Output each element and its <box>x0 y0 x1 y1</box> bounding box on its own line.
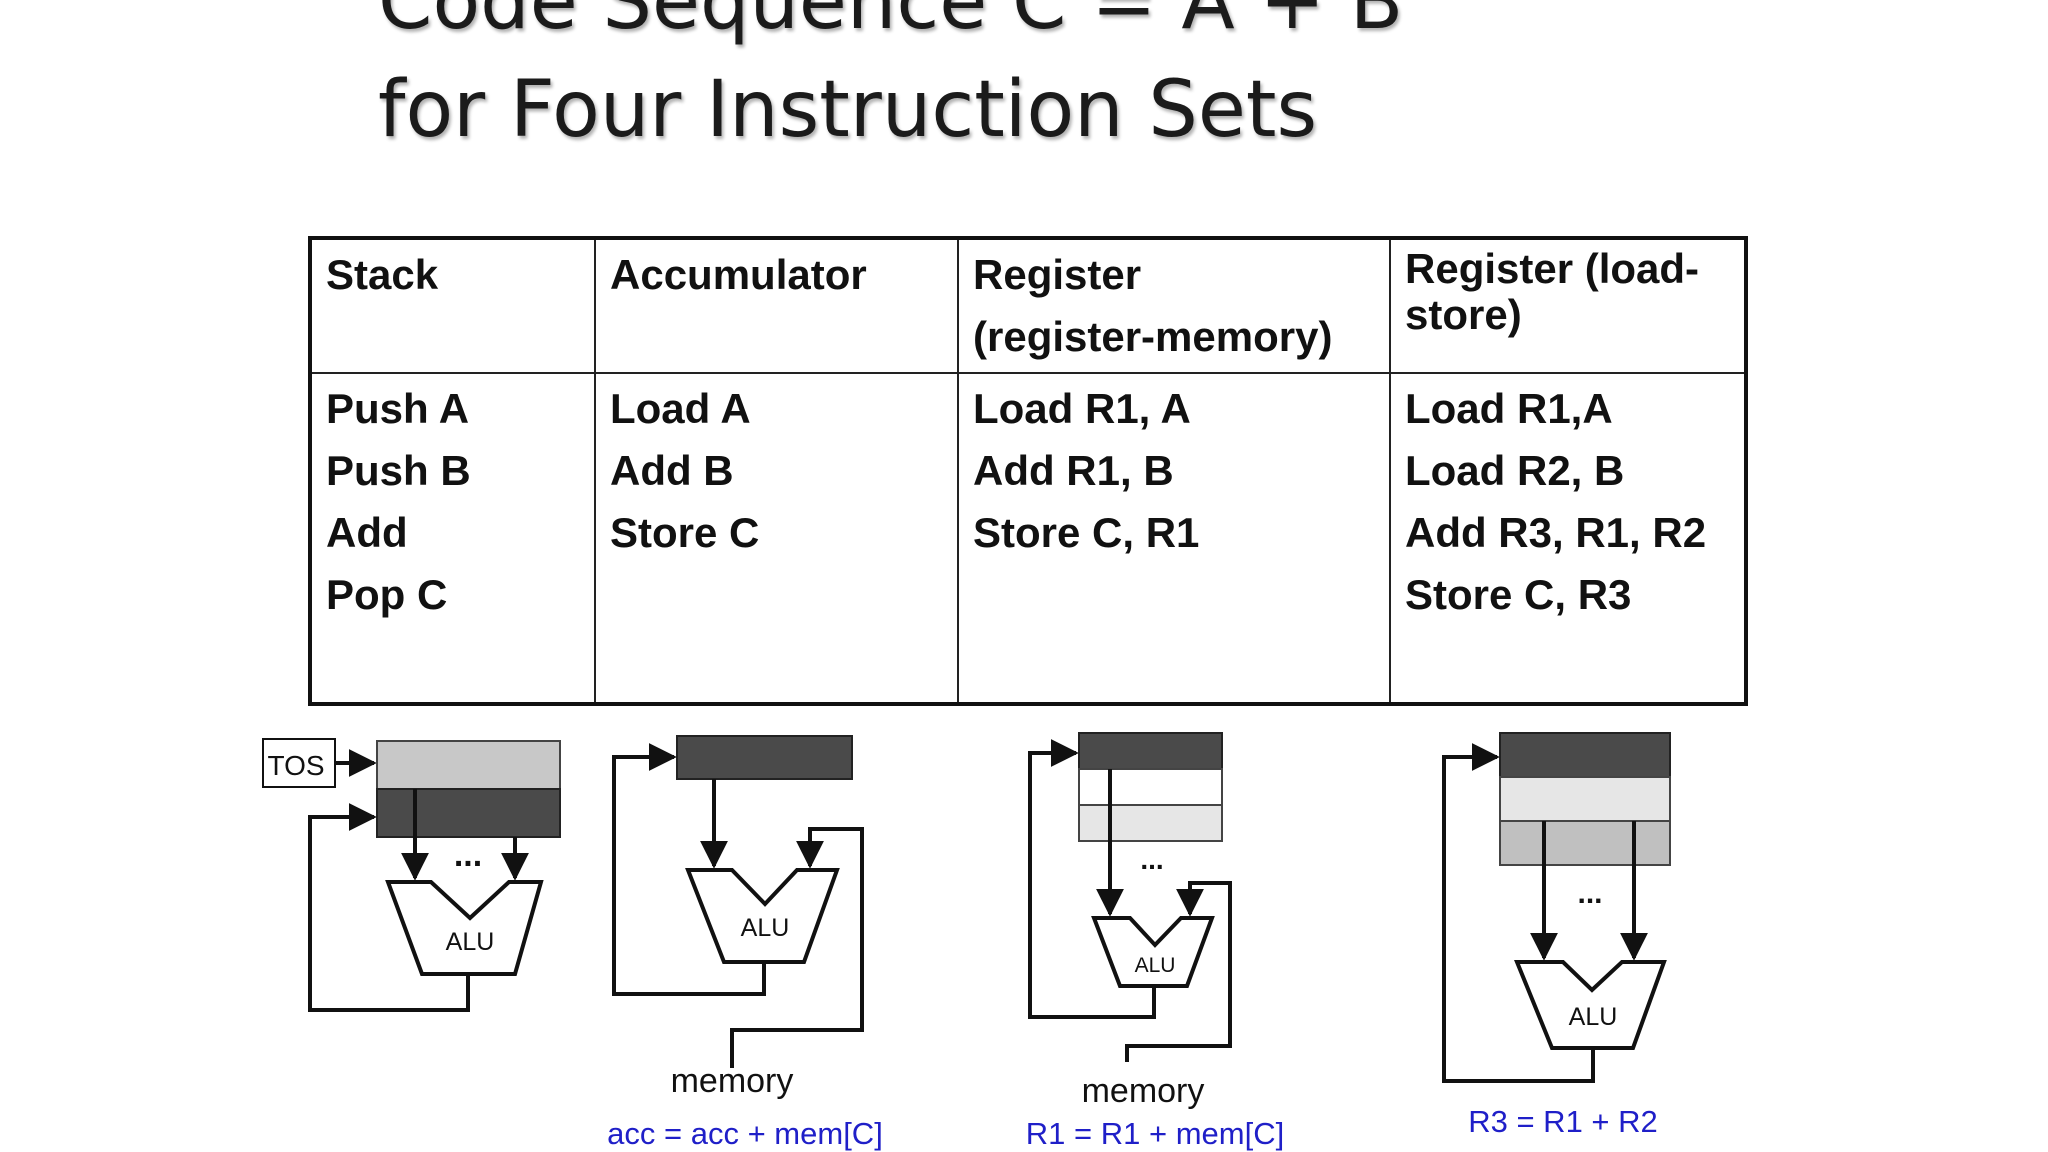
accumulator-memory-label: memory <box>671 1062 794 1100</box>
code-line: Pop C <box>326 571 448 618</box>
header-load-store: Register (load- store) <box>1389 237 1747 374</box>
ls-register-r2 <box>1499 820 1671 866</box>
code-line: Push B <box>326 447 471 494</box>
code-line: Add B <box>610 447 734 494</box>
tos-box <box>262 738 336 788</box>
code-stack: Push A Push B Add Pop C <box>309 372 596 705</box>
instruction-set-table: Stack Accumulator Register (register-mem… <box>308 236 1748 706</box>
accumulator-result-feedback <box>612 743 766 996</box>
accumulator-diagram <box>612 735 864 1068</box>
stack-result-feedback <box>308 803 470 1012</box>
code-line: Store C, R1 <box>973 509 1200 556</box>
header-accumulator: Accumulator <box>594 237 959 374</box>
code-load-store: Load R1,A Load R2, B Add R3, R1, R2 Stor… <box>1389 372 1747 705</box>
regmem-alu-shape <box>1091 916 1215 988</box>
stack-register-top <box>376 740 561 790</box>
regmem-memory-label: memory <box>1082 1072 1205 1110</box>
ls-register-r1 <box>1499 776 1671 822</box>
accumulator-alu-label: ALU <box>741 914 790 942</box>
code-line: Store C <box>610 509 760 556</box>
regmem-equation: R1 = R1 + mem[C] <box>1026 1116 1284 1151</box>
slide-title: Code Sequence C = A + B for Four Instruc… <box>378 0 1403 164</box>
regmem-alu-label: ALU <box>1135 954 1176 977</box>
code-line: Load R1,A <box>1405 385 1613 432</box>
slide-title-line-1: Code Sequence C = A + B <box>378 0 1404 47</box>
slide-title-line-2: for Four Instruction Sets <box>378 65 1318 155</box>
stack-register-second <box>376 788 561 838</box>
accumulator-register <box>676 735 853 780</box>
table-code-row: Push A Push B Add Pop C Load A Add B Sto… <box>309 372 1747 705</box>
code-register-memory: Load R1, A Add R1, B Store C, R1 <box>957 372 1391 705</box>
ls-register-r3 <box>1499 732 1671 778</box>
ls-ellipsis: ... <box>1577 877 1602 910</box>
load-store-diagram <box>1442 732 1671 1083</box>
ls-alu-shape <box>1514 960 1667 1050</box>
code-line: Add R1, B <box>973 447 1174 494</box>
stack-alu-shape <box>385 880 544 976</box>
accumulator-equation: acc = acc + mem[C] <box>607 1116 883 1151</box>
tos-label: TOS <box>267 750 324 781</box>
regmem-result-feedback <box>1028 739 1156 1019</box>
memory-operand-path <box>730 827 864 1068</box>
header-register-memory: Register (register-memory) <box>957 237 1391 374</box>
stack-alu-label: ALU <box>446 928 495 956</box>
regmem-ellipsis: ... <box>1140 844 1163 875</box>
code-line: Add <box>326 509 408 556</box>
ls-alu-label: ALU <box>1569 1003 1618 1031</box>
code-line: Load A <box>610 385 751 432</box>
regmem-register-r3 <box>1078 804 1223 842</box>
code-line: Store C, R3 <box>1405 571 1632 618</box>
table-header-row: Stack Accumulator Register (register-mem… <box>309 237 1747 374</box>
ls-result-feedback <box>1442 743 1595 1083</box>
code-line: Add R3, R1, R2 <box>1405 509 1707 556</box>
register-memory-diagram <box>1028 732 1232 1062</box>
code-line: Load R2, B <box>1405 447 1625 494</box>
stack-diagram <box>262 738 561 1012</box>
code-line: Push A <box>326 385 470 432</box>
stack-ellipsis: ... <box>454 836 482 874</box>
regmem-memory-path <box>1125 881 1232 1062</box>
header-stack: Stack <box>309 237 596 374</box>
ls-equation: R3 = R1 + R2 <box>1468 1104 1658 1139</box>
regmem-register-r1 <box>1078 732 1223 770</box>
code-line: Load R1, A <box>973 385 1191 432</box>
regmem-register-r2 <box>1078 768 1223 806</box>
accumulator-alu-shape <box>685 868 840 964</box>
code-accumulator: Load A Add B Store C <box>594 372 959 705</box>
